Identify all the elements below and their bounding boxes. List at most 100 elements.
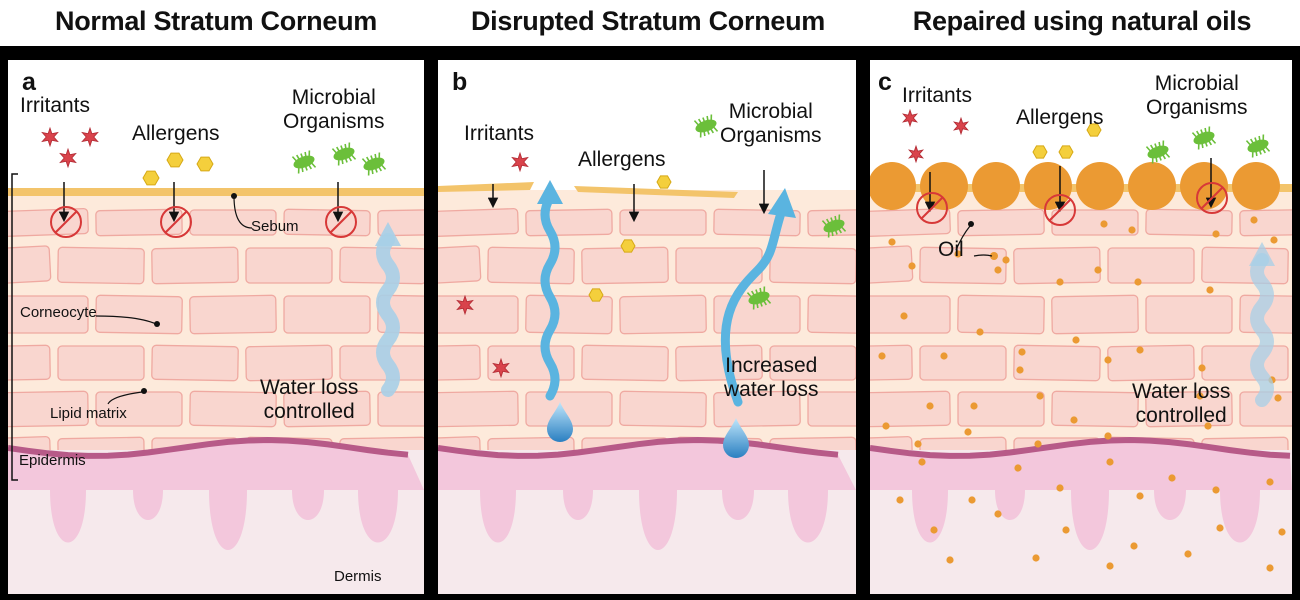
corneocyte-cell [189, 294, 277, 335]
sebum-leader [233, 195, 253, 229]
microbe-icon [1245, 134, 1271, 158]
oil-droplet [1034, 440, 1042, 448]
irritants-label: Irritants [902, 84, 973, 107]
corneocyte-cell [1107, 344, 1195, 382]
corneocyte-cell [619, 209, 707, 236]
oil-globule [972, 162, 1020, 210]
epidermis-label: Epidermis [19, 452, 86, 469]
oil-droplet [1072, 336, 1080, 344]
irritant-icon [511, 151, 529, 173]
corneocyte-cell [807, 391, 856, 427]
oil-droplet [918, 458, 926, 466]
microbe-icon [291, 150, 317, 174]
irritant-icon [41, 126, 59, 148]
oil-droplet [964, 428, 972, 436]
oil-droplet [1056, 278, 1064, 286]
corneocyte-cell [438, 390, 519, 428]
oil-droplet [954, 250, 962, 258]
title-normal: Normal Stratum Corneum [55, 6, 377, 36]
oil-droplet [1134, 278, 1142, 286]
corneocyte-cell [57, 345, 145, 381]
corneocyte-cell [1145, 390, 1233, 428]
corneocyte-cell [957, 391, 1045, 427]
allergens-label: Allergens [132, 122, 220, 145]
oil-droplet [1270, 236, 1278, 244]
panel-letter: a [22, 68, 36, 96]
corneocyte-cell [283, 295, 371, 334]
blocked-icon [50, 206, 82, 238]
corneocyte-cell [581, 246, 669, 285]
oil-droplet [1184, 550, 1192, 558]
corneocyte-leader-dot [154, 321, 160, 327]
dermis-papillae [870, 440, 1292, 550]
corneocyte-cell [619, 390, 707, 428]
oil-droplet [1016, 366, 1024, 374]
sebum-fragment [574, 186, 738, 198]
allergen-icon [1086, 123, 1102, 137]
sebum-layer [8, 188, 424, 196]
oil-droplet [1136, 492, 1144, 500]
microbe-icon [1191, 126, 1217, 150]
irritant-icon [953, 116, 969, 136]
oil-droplet [1168, 474, 1176, 482]
corneocyte-cell [151, 246, 239, 285]
oil-droplet [1036, 392, 1044, 400]
allergen-icon [1058, 145, 1074, 159]
water-loss-arrowhead [1249, 242, 1275, 266]
oil-leader-dot [968, 221, 974, 227]
epidermis-bracket [11, 173, 18, 481]
oil-droplet [1104, 356, 1112, 364]
corneocyte-cell [95, 208, 183, 237]
microbe-icon [821, 214, 847, 238]
oil-droplet [1212, 486, 1220, 494]
oil-droplet [990, 252, 998, 260]
corneocyte-cell [245, 247, 333, 284]
oil-label: Oil [938, 238, 964, 261]
allergens-label: Allergens [578, 148, 666, 171]
water-loss-arrow [720, 205, 787, 407]
corneocyte-cell [769, 345, 856, 381]
oil-droplet [1204, 422, 1212, 430]
irritant-icon [59, 147, 77, 169]
corneocyte-cell [1107, 247, 1195, 284]
water-loss-arrowhead [768, 188, 796, 218]
oil-droplet [940, 352, 948, 360]
oil-droplet [1002, 256, 1010, 264]
basal-membrane [870, 436, 1291, 459]
water-loss-label: Increased water loss [724, 354, 819, 402]
oil-droplet [1056, 484, 1064, 492]
microbial-label: Microbial Organisms [283, 86, 385, 134]
water-drop-icon [547, 402, 573, 442]
skin-illustration-b [438, 60, 856, 594]
corneocyte-cell [1051, 390, 1139, 428]
corneocyte-cell [870, 390, 951, 428]
corneocyte-cell [769, 246, 856, 285]
corneocyte-cell [438, 245, 482, 286]
water-loss-arrow [1250, 253, 1274, 407]
corneocyte-cell [8, 390, 89, 428]
sebum-fragment [438, 182, 534, 192]
allergen-icon [166, 152, 184, 168]
corneocyte-cell [870, 207, 951, 238]
water-loss-label: Water loss controlled [260, 376, 359, 424]
water-loss-arrow [376, 233, 400, 397]
corneocyte-cell [619, 294, 707, 335]
oil-droplet [1128, 226, 1136, 234]
oil-droplet [1266, 478, 1274, 486]
oil-droplet [994, 510, 1002, 518]
basal-membrane [8, 436, 409, 459]
allergen-icon [142, 170, 160, 186]
oil-droplet [1106, 562, 1114, 570]
water-loss-arrowhead [375, 222, 401, 246]
oil-droplet [1206, 286, 1214, 294]
corneocyte-leader [95, 315, 157, 325]
corneocyte-cell [438, 207, 519, 238]
microbe-icon [746, 286, 772, 310]
blocked-icon [325, 206, 357, 238]
allergen-icon [620, 239, 636, 253]
oil-droplet [1136, 346, 1144, 354]
oil-droplet [908, 262, 916, 270]
title-repaired: Repaired using natural oils [912, 6, 1252, 36]
lipid-matrix-label: Lipid matrix [50, 405, 127, 422]
corneocyte-cell [807, 294, 856, 335]
